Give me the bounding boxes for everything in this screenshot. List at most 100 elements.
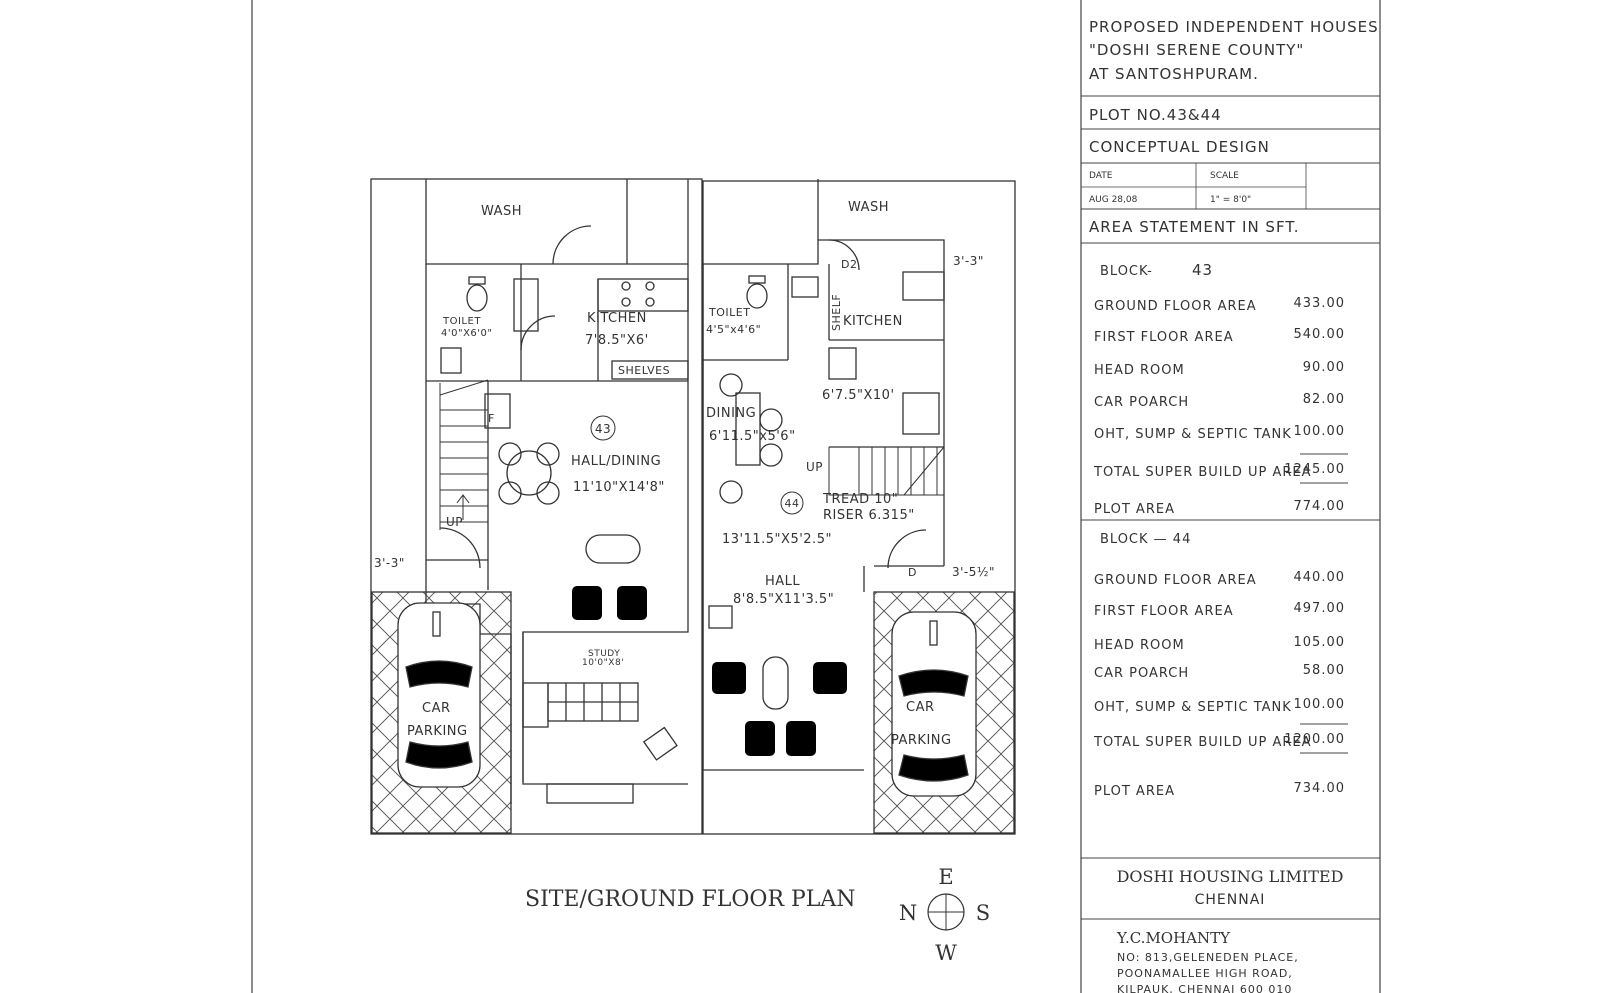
door-d-label: D [908, 566, 917, 579]
architect-address-2: POONAMALLEE HIGH ROAD, [1117, 967, 1293, 980]
hall-dining-size: 11'10"X14'8" [573, 480, 665, 495]
block44-row-value: 1200.00 [1284, 732, 1345, 747]
compass-rose: E N S W [899, 865, 990, 965]
block-44-tag: 44 [785, 497, 800, 510]
project-name-line2: "DOSHI SERENE COUNTY" [1089, 41, 1304, 59]
toilet-label-44: TOILET [708, 306, 750, 319]
parking-label-44: PARKING [891, 733, 952, 748]
block43-row-label: OHT, SUMP & SEPTIC TANK [1094, 427, 1292, 442]
hall-label-44: HALL [765, 574, 800, 589]
toilet-size-43: 4'0"X6'0" [441, 328, 493, 339]
block43-row-value: 90.00 [1303, 360, 1345, 375]
block44-row-label: HEAD ROOM [1094, 638, 1185, 653]
compass-north: N [899, 901, 917, 925]
block44-row-value: 105.00 [1294, 635, 1346, 650]
project-name-line3: AT SANTOSHPURAM. [1089, 65, 1259, 83]
block-43-heading: BLOCK- [1100, 264, 1153, 279]
study-size: 10'0"X8' [582, 658, 624, 668]
compass-south: S [976, 901, 990, 925]
block-44-heading: BLOCK — 44 [1100, 532, 1191, 547]
company-name: DOSHI HOUSING LIMITED [1117, 867, 1344, 886]
compass-east: E [938, 865, 953, 889]
block44-row-label: GROUND FLOOR AREA [1094, 573, 1257, 588]
site-boundary-43 [370, 178, 703, 835]
company-block: DOSHI HOUSING LIMITED CHENNAI [1117, 867, 1344, 908]
car-43 [397, 602, 481, 788]
block-43-number: 43 [1192, 261, 1213, 279]
block-44-area-table: BLOCK — 44 GROUND FLOOR AREA 440.00FIRST … [1093, 532, 1348, 799]
block-43-tag: 43 [595, 422, 611, 436]
wash-label-44: WASH [848, 200, 889, 215]
study-label: STUDY [588, 649, 620, 659]
parking-label-43: PARKING [407, 724, 468, 739]
architect-block: Y.C.MOHANTY NO: 813,GELENEDEN PLACE, POO… [1116, 929, 1299, 993]
plot-number: PLOT NO.43&44 [1089, 106, 1222, 124]
block44-row-label: PLOT AREA [1094, 784, 1175, 799]
staircase-44 [828, 446, 945, 496]
toilet-size-44: 4'5"x4'6" [706, 323, 761, 336]
block44-row-value: 58.00 [1303, 663, 1345, 678]
scale-value: 1" = 8'0" [1210, 195, 1251, 205]
block43-row-value: 433.00 [1294, 296, 1346, 311]
dimension-3-3-right: 3'-3" [953, 254, 984, 268]
block44-row-label: FIRST FLOOR AREA [1094, 604, 1234, 619]
area-statement-heading: AREA STATEMENT IN SFT. [1089, 218, 1299, 236]
block43-row-label: FIRST FLOOR AREA [1094, 330, 1234, 345]
block43-row-value: 540.00 [1294, 327, 1346, 342]
dimension-3-5-right: 3'-5½" [952, 565, 995, 579]
block44-row-label: CAR POARCH [1094, 666, 1189, 681]
block43-row-label: HEAD ROOM [1094, 363, 1185, 378]
shelves-label: SHELVES [618, 364, 670, 377]
date-label: DATE [1089, 171, 1113, 181]
kitchen-label-43: KITCHEN [587, 311, 647, 326]
block43-row-value: 82.00 [1303, 392, 1345, 407]
lobby-size: 13'11.5"X5'2.5" [722, 532, 832, 547]
dining-size: 6'11.5"x5'6" [709, 429, 796, 444]
staircase-43 [439, 379, 489, 530]
riser-label: RISER 6.315" [823, 508, 915, 523]
car-label-43: CAR [422, 701, 451, 716]
block44-row-value: 440.00 [1294, 570, 1346, 585]
dining-label: DINING [706, 406, 756, 421]
shelf-label: SHELF [830, 294, 843, 331]
hall-dining-label: HALL/DINING [571, 454, 661, 469]
block43-row-value: 100.00 [1294, 424, 1346, 439]
title-block: PROPOSED INDEPENDENT HOUSES "DOSHI SEREN… [1081, 18, 1380, 244]
block43-row-label: PLOT AREA [1094, 502, 1175, 517]
block43-row-value: 1245.00 [1284, 462, 1345, 477]
kitchen-size-43: 7'8.5"X6' [585, 333, 649, 348]
block43-row-value: 774.00 [1294, 499, 1346, 514]
architect-address-1: NO: 813,GELENEDEN PLACE, [1117, 951, 1299, 964]
block44-row-value: 497.00 [1294, 601, 1346, 616]
block44-row-value: 734.00 [1294, 781, 1346, 796]
fireplace-mark: F [488, 412, 495, 425]
drawing-title: SITE/GROUND FLOOR PLAN [525, 887, 856, 912]
furniture-chairs [572, 586, 847, 756]
door-d2-label: D2 [841, 258, 857, 271]
block44-row-label: OHT, SUMP & SEPTIC TANK [1094, 700, 1292, 715]
tread-label: TREAD 10" [822, 492, 898, 507]
compass-west: W [935, 941, 957, 965]
date-value: AUG 28,08 [1089, 195, 1138, 205]
block44-row-label: TOTAL SUPER BUILD UP AREA [1093, 735, 1312, 750]
car-label-44: CAR [906, 700, 935, 715]
plan-labels: WASH WASH TOILET 4'0"X6'0" KITCHEN 7'8.5… [374, 200, 995, 748]
block44-row-value: 100.00 [1294, 697, 1346, 712]
scale-label: SCALE [1210, 171, 1239, 181]
car-44 [891, 611, 977, 797]
toilet-label-43: TOILET [442, 316, 481, 327]
architect-address-3: KILPAUK, CHENNAI 600 010 [1117, 983, 1292, 993]
architect-name: Y.C.MOHANTY [1116, 929, 1231, 947]
design-type: CONCEPTUAL DESIGN [1089, 138, 1270, 156]
wash-label-43: WASH [481, 204, 522, 219]
up-label-43: UP [446, 515, 463, 529]
block43-row-label: TOTAL SUPER BUILD UP AREA [1093, 465, 1312, 480]
dimension-3-3-left: 3'-3" [374, 556, 405, 570]
kitchen-size-44: 6'7.5"X10' [822, 388, 895, 403]
company-city: CHENNAI [1195, 892, 1266, 908]
block43-row-label: GROUND FLOOR AREA [1094, 299, 1257, 314]
block43-row-label: CAR POARCH [1094, 395, 1189, 410]
hall-size-44: 8'8.5"X11'3.5" [733, 592, 834, 607]
